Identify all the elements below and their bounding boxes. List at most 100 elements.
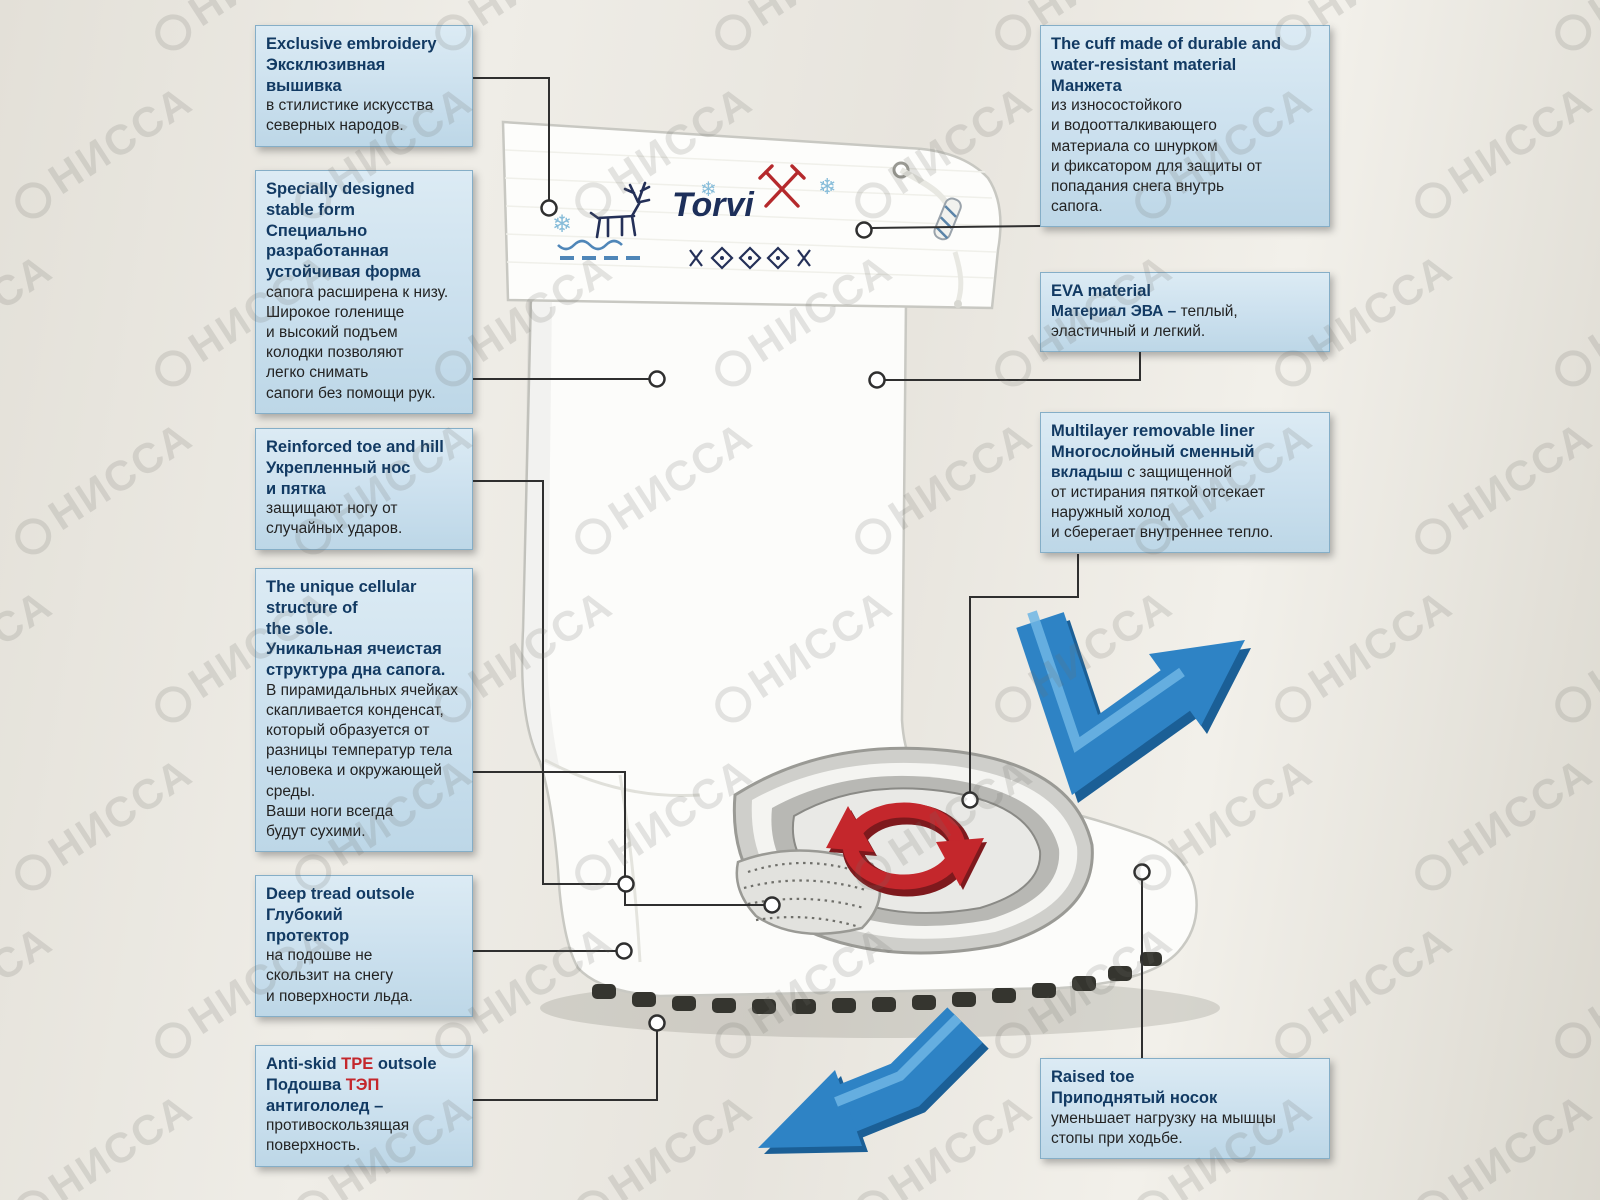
connector-line bbox=[470, 1031, 658, 1101]
callout-body-line: сапога расширена к низу. bbox=[266, 283, 449, 301]
callout-body-line: и высокий подъем bbox=[266, 324, 398, 342]
connector-dot bbox=[868, 371, 886, 389]
callout-body-line: от истирания пяткой отсекает bbox=[1051, 483, 1265, 501]
callout-multilayer-liner: Multilayer removable liner Многослойный … bbox=[1040, 412, 1330, 554]
callout-eva-material: EVA material Материал ЭВА – теплый, элас… bbox=[1040, 272, 1330, 353]
diamond-embroidery-row bbox=[689, 246, 811, 270]
callout-body-line: который образуется от bbox=[266, 722, 430, 740]
title-text: outsole bbox=[373, 1055, 437, 1073]
callout-body-line: наружный холод bbox=[1051, 503, 1170, 521]
callout-raised-toe: Raised toe Приподнятый носок уменьшает н… bbox=[1040, 1058, 1330, 1159]
callout-title-line: вышивка bbox=[266, 76, 342, 95]
connector-line bbox=[885, 350, 1141, 381]
callout-body-line: скользит на снегу bbox=[266, 967, 394, 985]
callout-title-line: Приподнятый носок bbox=[1051, 1088, 1218, 1107]
callout-mixed-line: Материал ЭВА – теплый, bbox=[1051, 302, 1319, 322]
callout-body-line: будут сухими. bbox=[266, 822, 366, 840]
callout-title-line: Deep tread outsole bbox=[266, 885, 415, 903]
callout-body-line: разницы температур тела bbox=[266, 742, 453, 760]
callout-title-line: Манжета bbox=[1051, 76, 1122, 95]
callout-title-line: устойчивая форма bbox=[266, 263, 421, 282]
callout-title-line: Глубокий bbox=[266, 905, 343, 924]
callout-body-line: Широкое голенище bbox=[266, 304, 405, 322]
connector-lines bbox=[470, 77, 1143, 1101]
connector-line bbox=[470, 480, 618, 885]
connector-dot bbox=[1133, 863, 1151, 881]
callout-anti-skid: Anti-skid TPE outsole Подошва ТЭП антиго… bbox=[255, 1045, 473, 1167]
callout-body-line: противоскользящая bbox=[266, 1117, 410, 1135]
callout-body-line: колодки позволяют bbox=[266, 344, 404, 362]
connector-line bbox=[470, 771, 764, 906]
callout-body-line: легко снимать bbox=[266, 364, 369, 382]
callout-title-line: Подошва ТЭП bbox=[266, 1075, 462, 1096]
callout-body-line: и фиксатором для защиты от bbox=[1051, 157, 1262, 175]
callout-title-line: и пятка bbox=[266, 479, 326, 498]
callout-body-line: эластичный и легкий. bbox=[1051, 322, 1206, 340]
snowflake-icon: ❄ bbox=[552, 211, 572, 238]
wave-embroidery bbox=[557, 239, 623, 251]
callout-body-line: материала со шнурком bbox=[1051, 137, 1218, 155]
outsole-tread bbox=[592, 952, 1162, 1014]
callout-body-line: уменьшает нагрузку на мышцы bbox=[1051, 1109, 1276, 1127]
heel-seam bbox=[618, 774, 642, 963]
callout-mixed-line: вкладыш с защищенной bbox=[1051, 463, 1319, 483]
sole-cutaway bbox=[732, 746, 1094, 955]
cuff-embroidery: ❄ ❄ ❄ Torvi bbox=[552, 161, 964, 308]
callout-title-line: EVA material bbox=[1051, 282, 1151, 300]
reindeer-embroidery-icon bbox=[589, 181, 651, 239]
title-text-red: TPE bbox=[341, 1055, 374, 1073]
callout-deep-tread: Deep tread outsole Глубокий протектор на… bbox=[255, 875, 473, 1017]
callout-body-line: попадания снега внутрь bbox=[1051, 177, 1225, 195]
callout-body-line: человека и окружающей bbox=[266, 762, 442, 780]
callout-title-line: Anti-skid TPE outsole bbox=[266, 1054, 462, 1075]
title-text-red: ТЭП bbox=[345, 1075, 380, 1094]
cuff-fabric: ❄ ❄ ❄ Torvi bbox=[501, 120, 1002, 310]
callout-body-line: и поверхности льда. bbox=[266, 987, 413, 1005]
callout-body-line: и сберегает внутреннее тепло. bbox=[1051, 523, 1274, 541]
connector-dot bbox=[763, 896, 781, 914]
crossed-tools-embroidery-icon bbox=[758, 164, 806, 208]
callout-title-line: протектор bbox=[266, 926, 350, 945]
callout-title-line: stable form bbox=[266, 200, 355, 219]
shaft-shading bbox=[522, 300, 560, 770]
callout-title-line: The unique cellular bbox=[266, 578, 417, 596]
title-text: Подошва bbox=[266, 1075, 346, 1094]
callout-title-line: Уникальная ячеистая bbox=[266, 640, 442, 659]
brand-name: Torvi bbox=[672, 186, 755, 224]
callout-title-line: the sole. bbox=[266, 619, 333, 638]
callout-body-line: скапливается конденсат, bbox=[266, 702, 444, 720]
callout-title-line: Specially designed bbox=[266, 180, 415, 198]
title-text: Материал ЭВА – bbox=[1051, 302, 1177, 320]
callout-title-line: Специально bbox=[266, 221, 368, 240]
connector-dot bbox=[617, 875, 635, 893]
callout-title-line: structure of bbox=[266, 598, 358, 617]
callout-title-line: Raised toe bbox=[1051, 1068, 1135, 1086]
body-text: с защищенной bbox=[1122, 463, 1233, 481]
connector-dot bbox=[855, 221, 873, 239]
connector-dot bbox=[961, 791, 979, 809]
snowflake-icon: ❄ bbox=[700, 179, 717, 201]
callout-body-line: на подошве не bbox=[266, 947, 373, 965]
snowflake-icon: ❄ bbox=[818, 174, 836, 199]
connector-dot bbox=[615, 942, 633, 960]
callout-body-line: сапоги без помощи рук. bbox=[266, 384, 436, 402]
red-circulation-icon bbox=[826, 802, 987, 897]
callout-body-line: поверхность. bbox=[266, 1137, 361, 1155]
callout-title-line: Эксклюзивная bbox=[266, 55, 386, 74]
callout-body-line: Ваши ноги всегда bbox=[266, 802, 394, 820]
callout-title-line: разработанная bbox=[266, 242, 389, 261]
callout-title-line: The cuff made of durable and bbox=[1051, 35, 1282, 53]
connector-dot bbox=[540, 199, 558, 217]
callout-title-line: антигололед – bbox=[266, 1096, 384, 1115]
connector-line bbox=[969, 554, 1079, 792]
callout-body-line: стопы при ходьбе. bbox=[1051, 1129, 1183, 1147]
callout-body-line: среды. bbox=[266, 782, 316, 800]
body-text: теплый, bbox=[1176, 302, 1238, 320]
blue-arrow-liner-icon bbox=[1016, 610, 1251, 804]
callout-body-line: случайных ударов. bbox=[266, 520, 403, 538]
callout-body-line: защищают ногу от bbox=[266, 500, 398, 518]
connector-dot bbox=[648, 370, 666, 388]
callout-body-line: северных народов. bbox=[266, 117, 404, 135]
callout-title-line: структура дна сапога. bbox=[266, 661, 446, 680]
